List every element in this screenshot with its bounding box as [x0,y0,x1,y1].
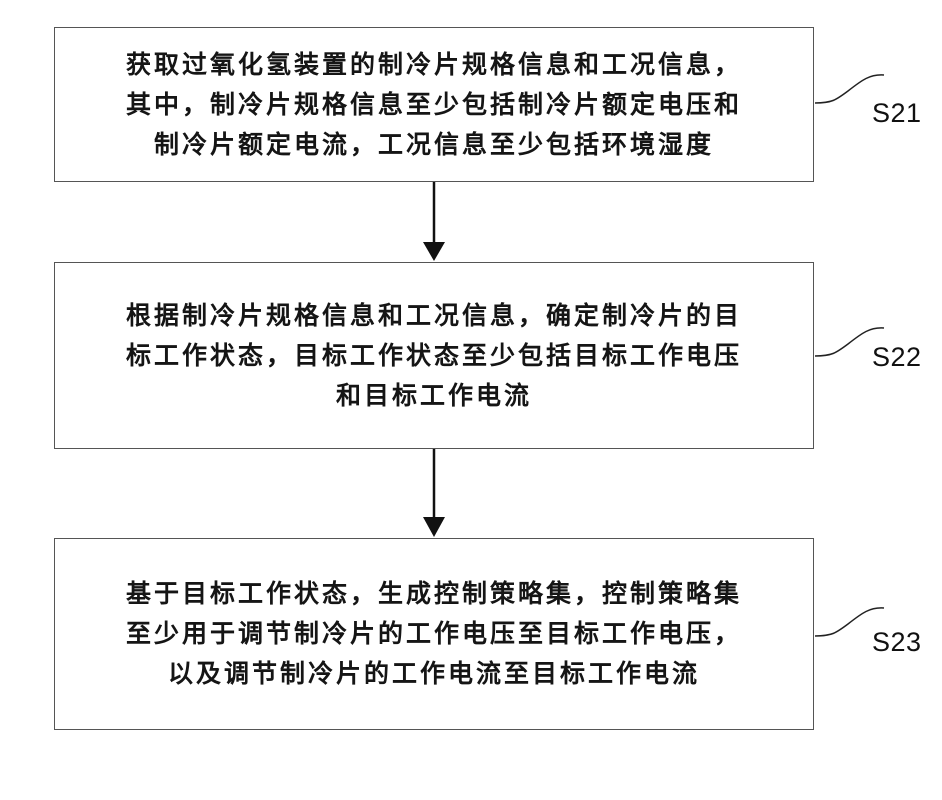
step-text-line: 制冷片额定电流，工况信息至少包括环境湿度 [154,125,714,165]
step-text-line: 基于目标工作状态，生成控制策略集，控制策略集 [126,574,742,614]
step-text-line: 和目标工作电流 [336,376,532,416]
flow-arrow-s21-s22 [423,182,445,261]
step-text-line: 根据制冷片规格信息和工况信息，确定制冷片的目 [126,296,742,336]
step-text-line: 其中，制冷片规格信息至少包括制冷片额定电压和 [126,85,742,125]
step-box-s21: 获取过氧化氢装置的制冷片规格信息和工况信息， 其中，制冷片规格信息至少包括制冷片… [54,27,814,182]
step-text-line: 至少用于调节制冷片的工作电压至目标工作电压， [126,614,742,654]
step-label-s23: S23 [872,627,922,658]
step-text-line: 标工作状态，目标工作状态至少包括目标工作电压 [126,336,742,376]
step-text-line: 以及调节制冷片的工作电流至目标工作电流 [168,654,700,694]
step-label-s22: S22 [872,342,922,373]
step-label-s21: S21 [872,98,922,129]
step-text-line: 获取过氧化氢装置的制冷片规格信息和工况信息， [126,45,742,85]
step-box-s23: 基于目标工作状态，生成控制策略集，控制策略集 至少用于调节制冷片的工作电压至目标… [54,538,814,730]
step-box-s22: 根据制冷片规格信息和工况信息，确定制冷片的目 标工作状态，目标工作状态至少包括目… [54,262,814,449]
flow-arrow-s22-s23 [423,449,445,537]
